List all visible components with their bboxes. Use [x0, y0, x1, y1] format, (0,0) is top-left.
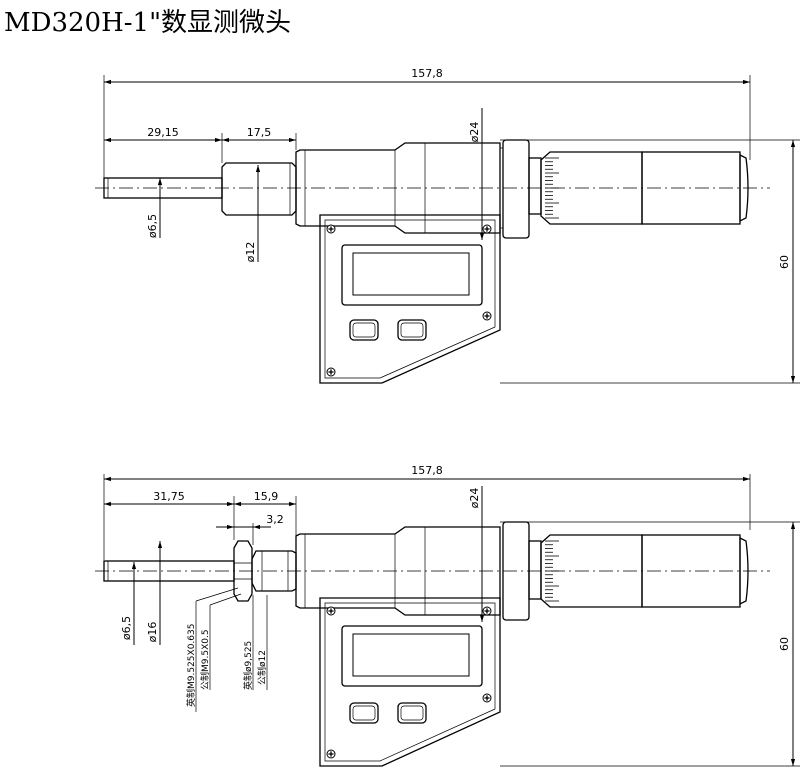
- stem-spec-metric: 公制ø12: [256, 650, 268, 685]
- ratchet-cap: [739, 153, 749, 223]
- body-barrel: [295, 142, 501, 234]
- dim-frame-diameter: ø24: [468, 122, 481, 143]
- dim-spindle-diameter: ø6,5: [146, 214, 159, 238]
- lcd-frame: [341, 244, 483, 306]
- thimble-scale: [545, 157, 559, 219]
- screw-icon: [326, 224, 336, 234]
- thimble-scale: [545, 540, 559, 602]
- display-housing: [319, 214, 501, 384]
- dim-nut-diameter: ø16: [146, 622, 159, 643]
- dim-frame-diameter: ø24: [468, 488, 481, 509]
- dim-height: 60: [778, 637, 791, 651]
- view-bottom: 157,8 31,75 15,9 3,2 ø24 60 ø6,5 ø16 英制M…: [95, 464, 800, 767]
- collar: [528, 157, 542, 215]
- thread-spec-imperial: 英制M9.525X0.635: [185, 624, 197, 707]
- button-left: [349, 702, 379, 724]
- dim-sleeve-length: 17,5: [247, 126, 272, 139]
- screw-icon: [482, 693, 492, 703]
- display-housing: [319, 597, 501, 767]
- dim-sleeve-diameter: ø12: [244, 242, 257, 263]
- body-barrel: [295, 526, 501, 616]
- collar: [528, 540, 542, 600]
- thread-spec-metric: 公制M9.5X0.5: [199, 629, 211, 690]
- dim-spindle-diameter: ø6,5: [120, 616, 133, 640]
- button-right: [397, 702, 427, 724]
- dim-overall-length: 157,8: [411, 464, 443, 477]
- dim-spindle-length: 31,75: [153, 490, 185, 503]
- screw-icon: [326, 367, 336, 377]
- dim-thread-length: 3,2: [266, 513, 284, 526]
- screw-icon: [482, 606, 492, 616]
- dim-overall-length: 157,8: [411, 67, 443, 80]
- page-title: MD320H-1"数显测微头: [4, 8, 292, 38]
- knurled-ring: [502, 139, 530, 239]
- lcd-display: [352, 633, 470, 677]
- lcd-frame: [341, 625, 483, 687]
- dim-spindle-length: 29,15: [147, 126, 179, 139]
- screw-icon: [482, 311, 492, 321]
- stem-spec-imperial: 英制ø9,525: [242, 641, 254, 690]
- dim-height: 60: [778, 255, 791, 269]
- screw-icon: [326, 606, 336, 616]
- hex-nut: [233, 540, 253, 602]
- view-top: 157,8 29,15 17,5 ø24 60 ø6,5 ø12: [95, 67, 800, 384]
- button-right: [397, 319, 427, 341]
- button-left: [349, 319, 379, 341]
- dim-nut-length: 15,9: [254, 490, 279, 503]
- sleeve: [221, 162, 297, 216]
- screw-icon: [326, 749, 336, 759]
- ratchet-cap: [739, 536, 749, 606]
- screw-icon: [482, 224, 492, 234]
- lcd-display: [352, 252, 470, 296]
